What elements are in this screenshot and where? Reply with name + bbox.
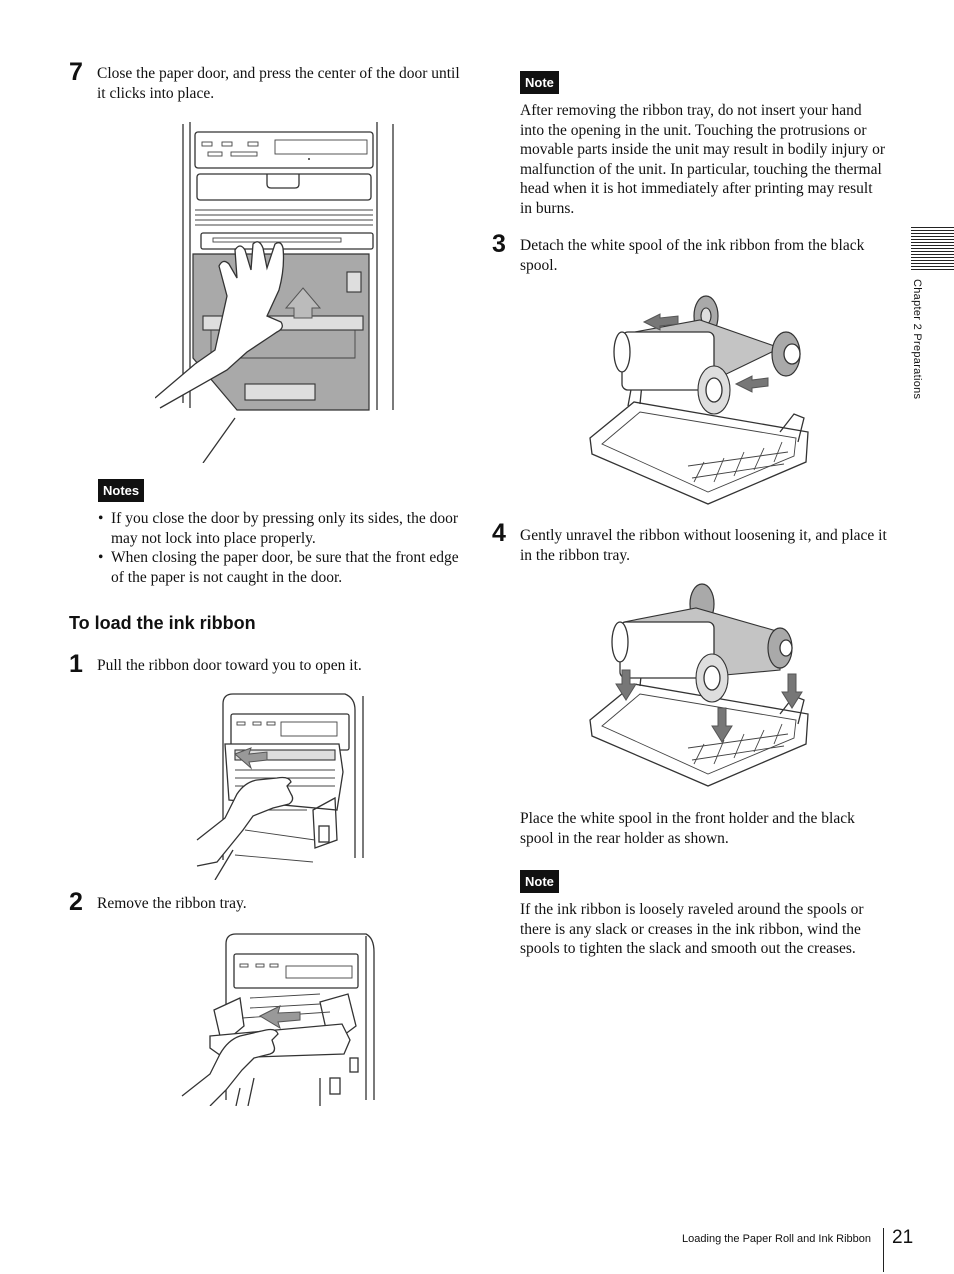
note-text: If the ink ribbon is loosely raveled aro… [520,901,864,957]
note-label: Note [520,870,559,893]
step-3-text: Detach the white spool of the ink ribbon… [520,237,865,274]
note-label: Note [520,71,559,94]
placement-text: Place the white spool in the front holde… [520,810,855,847]
step-2-number: 2 [69,888,83,916]
step-7-text: Close the paper door, and press the cent… [97,65,460,102]
close-paper-door-illustration [155,122,394,463]
note-text: After removing the ribbon tray, do not i… [520,102,886,217]
step-1-number: 1 [69,650,83,678]
notes-list: If you close the door by pressing only i… [97,509,462,587]
step-1-text: Pull the ribbon door toward you to open … [97,657,362,674]
notes-label: Notes [98,479,145,502]
step-4-number: 4 [492,519,506,547]
place-ribbon-illustration [589,583,809,787]
section-heading: To load the ink ribbon [69,613,256,633]
open-ribbon-door-illustration [196,693,364,880]
chapter-tab-label: Chapter 2 Preparations [911,279,923,400]
step-7-number: 7 [69,58,83,86]
remove-ribbon-tray-illustration [181,933,375,1106]
footer-title: Loading the Paper Roll and Ink Ribbon [682,1233,871,1245]
chapter-tab-lines [911,227,954,271]
note-item: If you close the door by pressing only i… [97,509,462,548]
step-4-text: Gently unravel the ribbon without loosen… [520,527,887,564]
footer-divider [883,1228,884,1272]
detach-spool-illustration [589,295,809,505]
step-2-text: Remove the ribbon tray. [97,895,247,912]
page-number: 21 [892,1227,914,1248]
note-item: When closing the paper door, be sure tha… [97,548,462,587]
step-3-number: 3 [492,230,506,258]
